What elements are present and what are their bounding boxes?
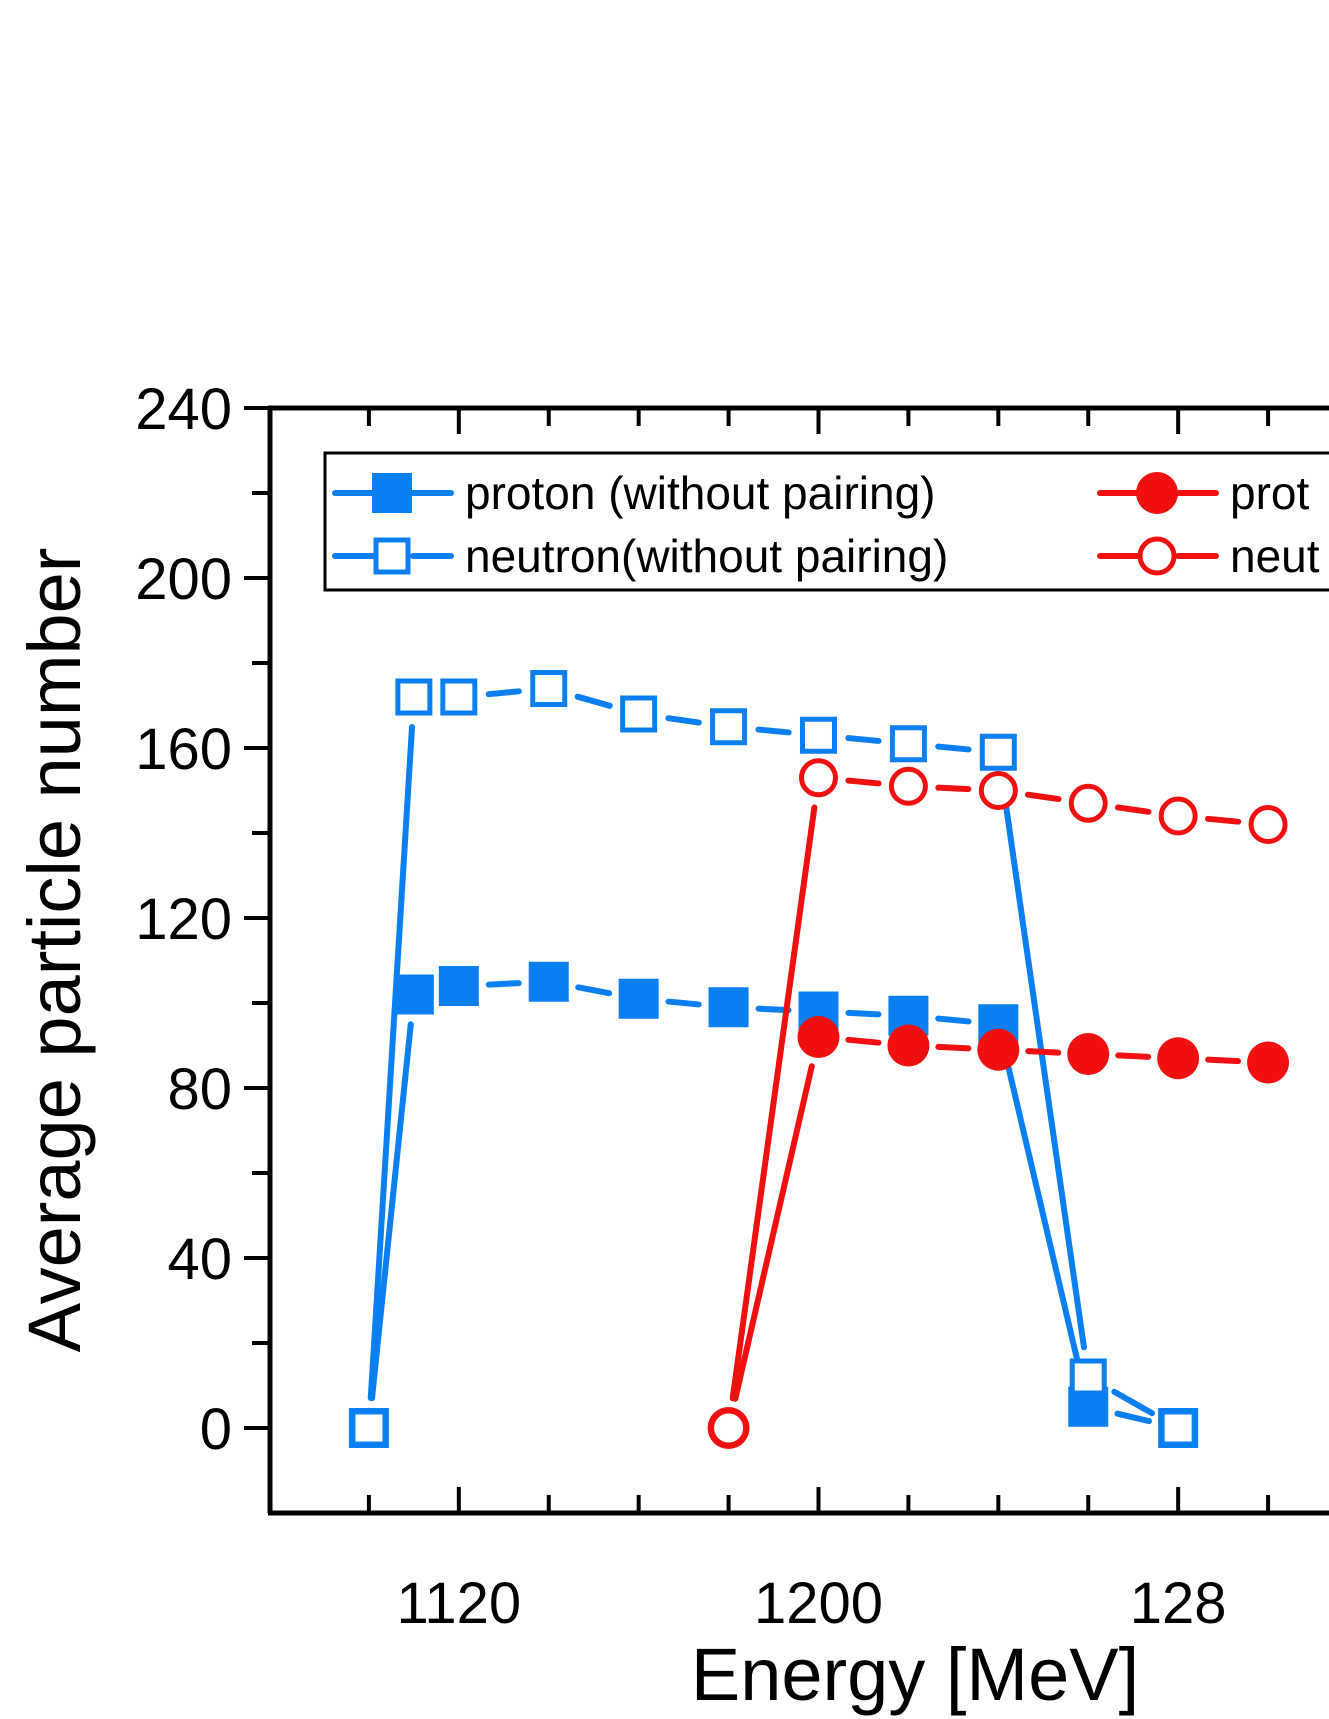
series-line-segment <box>845 1036 882 1046</box>
series-line-segment <box>1114 804 1152 815</box>
y-tick-label: 200 <box>135 547 232 612</box>
series-line-segment <box>1205 1056 1242 1065</box>
legend-marker <box>372 473 412 513</box>
data-point <box>1159 1409 1197 1447</box>
series-line-segment <box>935 1043 972 1052</box>
series-1 <box>350 670 1197 1447</box>
series-2 <box>707 1016 1290 1449</box>
legend-item: proton (without pairing) <box>332 467 935 519</box>
series-line-segment <box>575 984 613 997</box>
data-point <box>618 978 659 1019</box>
series-line-segment <box>755 726 792 736</box>
data-point <box>798 758 838 798</box>
x-tick-label: 1120 <box>396 1571 521 1636</box>
data-point <box>440 678 478 716</box>
data-point <box>887 1024 930 1067</box>
legend-label: proton (without pairing) <box>465 467 935 519</box>
data-point <box>620 695 658 733</box>
data-point <box>1068 783 1108 823</box>
legend-item: neut <box>1097 530 1320 582</box>
data-point <box>708 987 749 1028</box>
series-line-segment <box>485 688 522 698</box>
x-axis-title: Energy [MeV] <box>691 1633 1139 1716</box>
y-axis-title: Average particle number <box>13 548 96 1353</box>
data-point <box>979 733 1017 771</box>
series-line-segment <box>1115 1052 1152 1060</box>
data-point <box>797 1016 840 1058</box>
series-line-segment <box>1205 815 1242 825</box>
series-line-segment <box>485 980 522 988</box>
series-line-segment <box>665 715 702 726</box>
legend-label: prot <box>1230 467 1309 519</box>
legend-item: neutron(without pairing) <box>332 530 948 582</box>
legend: proton (without pairing) neutron(without … <box>323 451 1329 592</box>
series-line-segment <box>935 784 972 793</box>
data-point <box>350 1409 388 1447</box>
y-tick-label: 120 <box>135 887 232 952</box>
data-point <box>888 766 928 806</box>
data-point <box>1067 1033 1110 1075</box>
data-point <box>1248 805 1288 844</box>
y-tick-label: 240 <box>135 377 232 442</box>
y-tick-label: 160 <box>135 717 232 782</box>
data-point <box>438 966 479 1006</box>
series-3 <box>709 758 1288 1448</box>
data-point <box>393 974 434 1015</box>
data-point <box>977 1028 1020 1071</box>
data-point <box>528 961 569 1002</box>
series-line-segment <box>999 778 1087 1351</box>
series-line-segment <box>845 777 882 787</box>
data-point <box>1158 796 1198 836</box>
series-line-segment <box>1025 1048 1062 1056</box>
series-line-segment <box>1111 1388 1156 1417</box>
series-line-segment <box>935 743 972 753</box>
legend-marker <box>1136 472 1178 514</box>
y-tick-label: 40 <box>167 1227 232 1292</box>
data-point <box>710 708 748 746</box>
data-point <box>395 678 433 716</box>
series-line-segment <box>729 804 818 1402</box>
data-point <box>709 1408 749 1448</box>
series-line-segment <box>935 1015 972 1025</box>
legend-marker <box>373 537 411 575</box>
data-point <box>530 670 568 707</box>
data-point <box>1247 1041 1290 1084</box>
series-line-segment <box>1114 1410 1152 1425</box>
data-point <box>799 716 837 754</box>
x-tick-label: 128 <box>1130 1571 1227 1636</box>
legend-label: neut <box>1230 530 1320 582</box>
data-layer <box>348 670 1290 1449</box>
legend-marker <box>1137 536 1177 576</box>
series-line-segment <box>367 723 416 1402</box>
series-line-segment <box>845 735 882 744</box>
series-line-segment <box>574 693 613 709</box>
data-point <box>1069 1358 1107 1396</box>
data-point <box>889 725 927 763</box>
series-line-segment <box>845 1009 882 1018</box>
series-line-segment <box>1002 1050 1085 1381</box>
series-line-segment <box>369 1021 414 1402</box>
series-line-segment <box>732 1063 815 1402</box>
legend-item: prot <box>1097 467 1309 519</box>
series-line-segment <box>665 998 702 1008</box>
x-tick-label: 1200 <box>754 1571 883 1636</box>
y-tick-label: 0 <box>200 1397 232 1462</box>
y-tick-label: 80 <box>167 1057 232 1122</box>
data-point <box>1157 1037 1200 1080</box>
series-line-segment <box>1025 791 1062 803</box>
legend-label: neutron(without pairing) <box>465 530 948 582</box>
data-point <box>978 771 1018 810</box>
